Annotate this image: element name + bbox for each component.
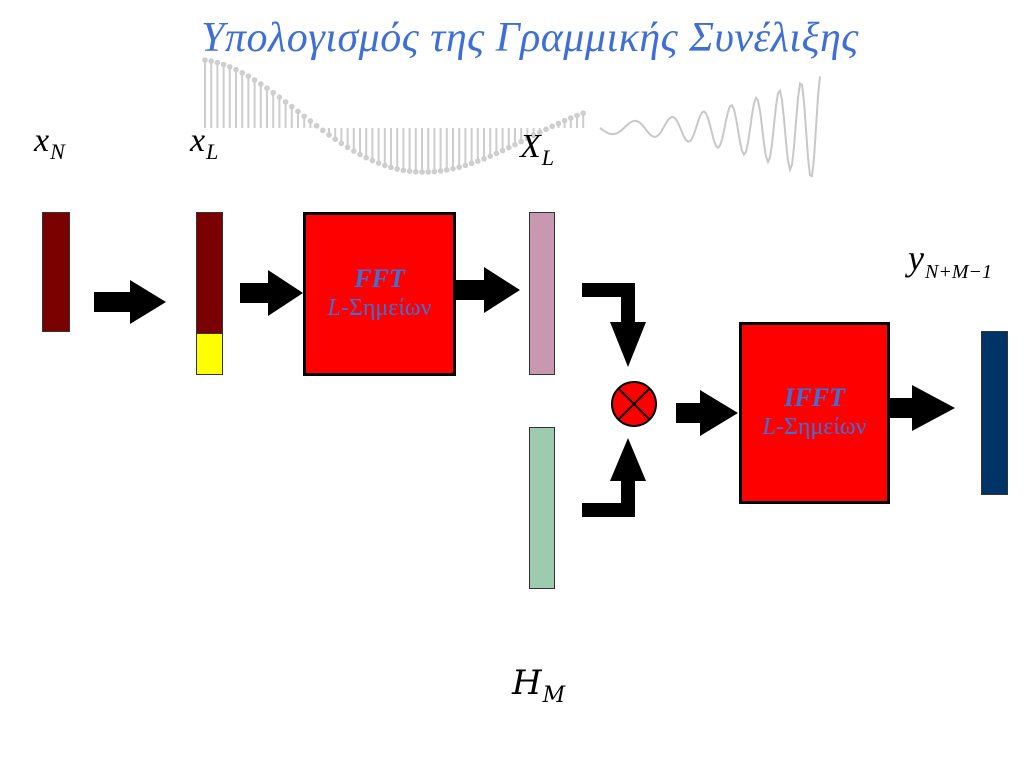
ifft-block-name: IFFT — [784, 383, 845, 413]
label-x-n: xN — [34, 124, 65, 163]
fft-block-points: L-Σημείων — [328, 294, 432, 323]
label-X-l-sub: L — [541, 145, 555, 170]
arrow-up-elbow-icon — [582, 438, 646, 517]
label-x-l-base: x — [190, 122, 206, 159]
fft-block-name: FFT — [354, 264, 405, 294]
label-x-l: xL — [190, 124, 218, 163]
circled-x-icon — [611, 381, 657, 427]
input-signal-bar — [42, 212, 70, 332]
label-x-n-base: x — [34, 122, 50, 159]
output-signal-bar — [981, 331, 1008, 495]
arrow-right-icon — [94, 280, 166, 324]
arrow-right-icon — [676, 390, 738, 436]
label-y-base: y — [908, 238, 924, 278]
label-y: yN+M−1 — [908, 240, 992, 282]
label-X-l-base: X — [520, 128, 541, 165]
ifft-points-var: L — [762, 413, 776, 440]
arrow-right-icon — [240, 270, 303, 316]
zero-padded-signal-bar — [196, 212, 223, 333]
spectrum-h-bar — [529, 427, 555, 589]
label-H-m: HM — [512, 666, 565, 707]
arrow-right-icon — [456, 267, 520, 313]
zero-padding-segment — [196, 333, 223, 375]
ifft-block: IFFT L-Σημείων — [739, 322, 890, 504]
fft-block: FFT L-Σημείων — [303, 212, 456, 376]
slide-title: Υπολογισμός της Γραμμικής Συνέλιξης — [201, 15, 859, 61]
spectrum-x-bar — [529, 212, 555, 375]
label-x-l-sub: L — [206, 139, 219, 164]
label-X-l: XL — [520, 130, 554, 169]
label-y-sub: N+M−1 — [924, 261, 992, 283]
label-H-m-sub: M — [542, 683, 566, 708]
ifft-block-points: L-Σημείων — [763, 413, 867, 442]
label-x-n-sub: N — [50, 139, 65, 164]
ifft-points-text: -Σημείων — [775, 413, 867, 440]
label-H-m-base: H — [512, 663, 542, 703]
arrow-right-icon — [890, 385, 955, 431]
fft-points-var: L — [327, 294, 341, 321]
fft-points-text: -Σημείων — [340, 294, 432, 321]
arrow-down-elbow-icon — [582, 283, 646, 367]
